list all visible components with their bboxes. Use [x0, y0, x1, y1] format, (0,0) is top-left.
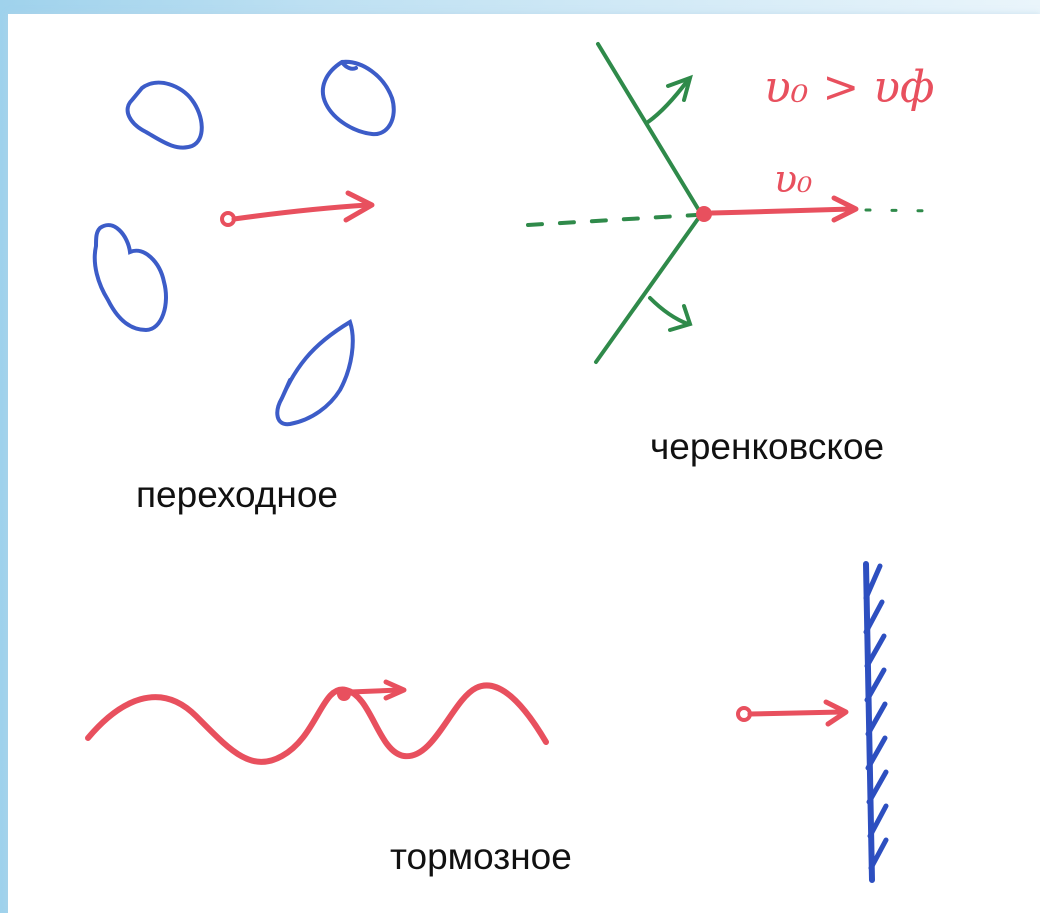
bremsstrahlung-label: тормозное — [390, 836, 572, 877]
medium-inhomogeneity — [125, 80, 204, 150]
cherenkov-radiation-panel — [526, 42, 942, 364]
velocity-condition-rhs: υф — [873, 62, 935, 113]
particle-velocity-arrow — [709, 206, 855, 216]
wavefront-upper — [596, 42, 702, 214]
particle-velocity-arrow — [747, 709, 845, 717]
trajectory-dashed-line — [526, 213, 698, 227]
wall-hatching — [863, 563, 889, 871]
particle-velocity-arrow — [231, 202, 371, 222]
velocity-condition-operator: > — [822, 62, 860, 113]
cherenkov-radiation-label: черенковское — [650, 426, 885, 467]
wave-normal-arrow — [648, 296, 690, 326]
medium-inhomogeneity — [275, 319, 355, 427]
particle-dot — [696, 206, 712, 222]
transition-radiation-panel — [92, 59, 396, 427]
boundary-panel — [736, 561, 889, 883]
boundary-wall — [863, 561, 875, 883]
medium-inhomogeneity — [92, 223, 168, 333]
wave-normal-arrow — [646, 78, 690, 124]
wavefront-lower — [594, 214, 702, 364]
particle-velocity-arrow — [347, 687, 403, 695]
particle-dot — [337, 687, 351, 701]
particle-velocity-label: υ₀ — [774, 157, 813, 201]
transition-radiation-label: переходное — [136, 474, 338, 515]
medium-inhomogeneity — [320, 59, 396, 137]
trajectory-dashed-line — [864, 208, 942, 213]
velocity-condition: υ₀ > υф — [764, 66, 934, 110]
bremsstrahlung-panel — [85, 679, 549, 765]
wavy-trajectory — [85, 682, 549, 765]
velocity-condition-lhs: υ₀ — [764, 62, 809, 113]
